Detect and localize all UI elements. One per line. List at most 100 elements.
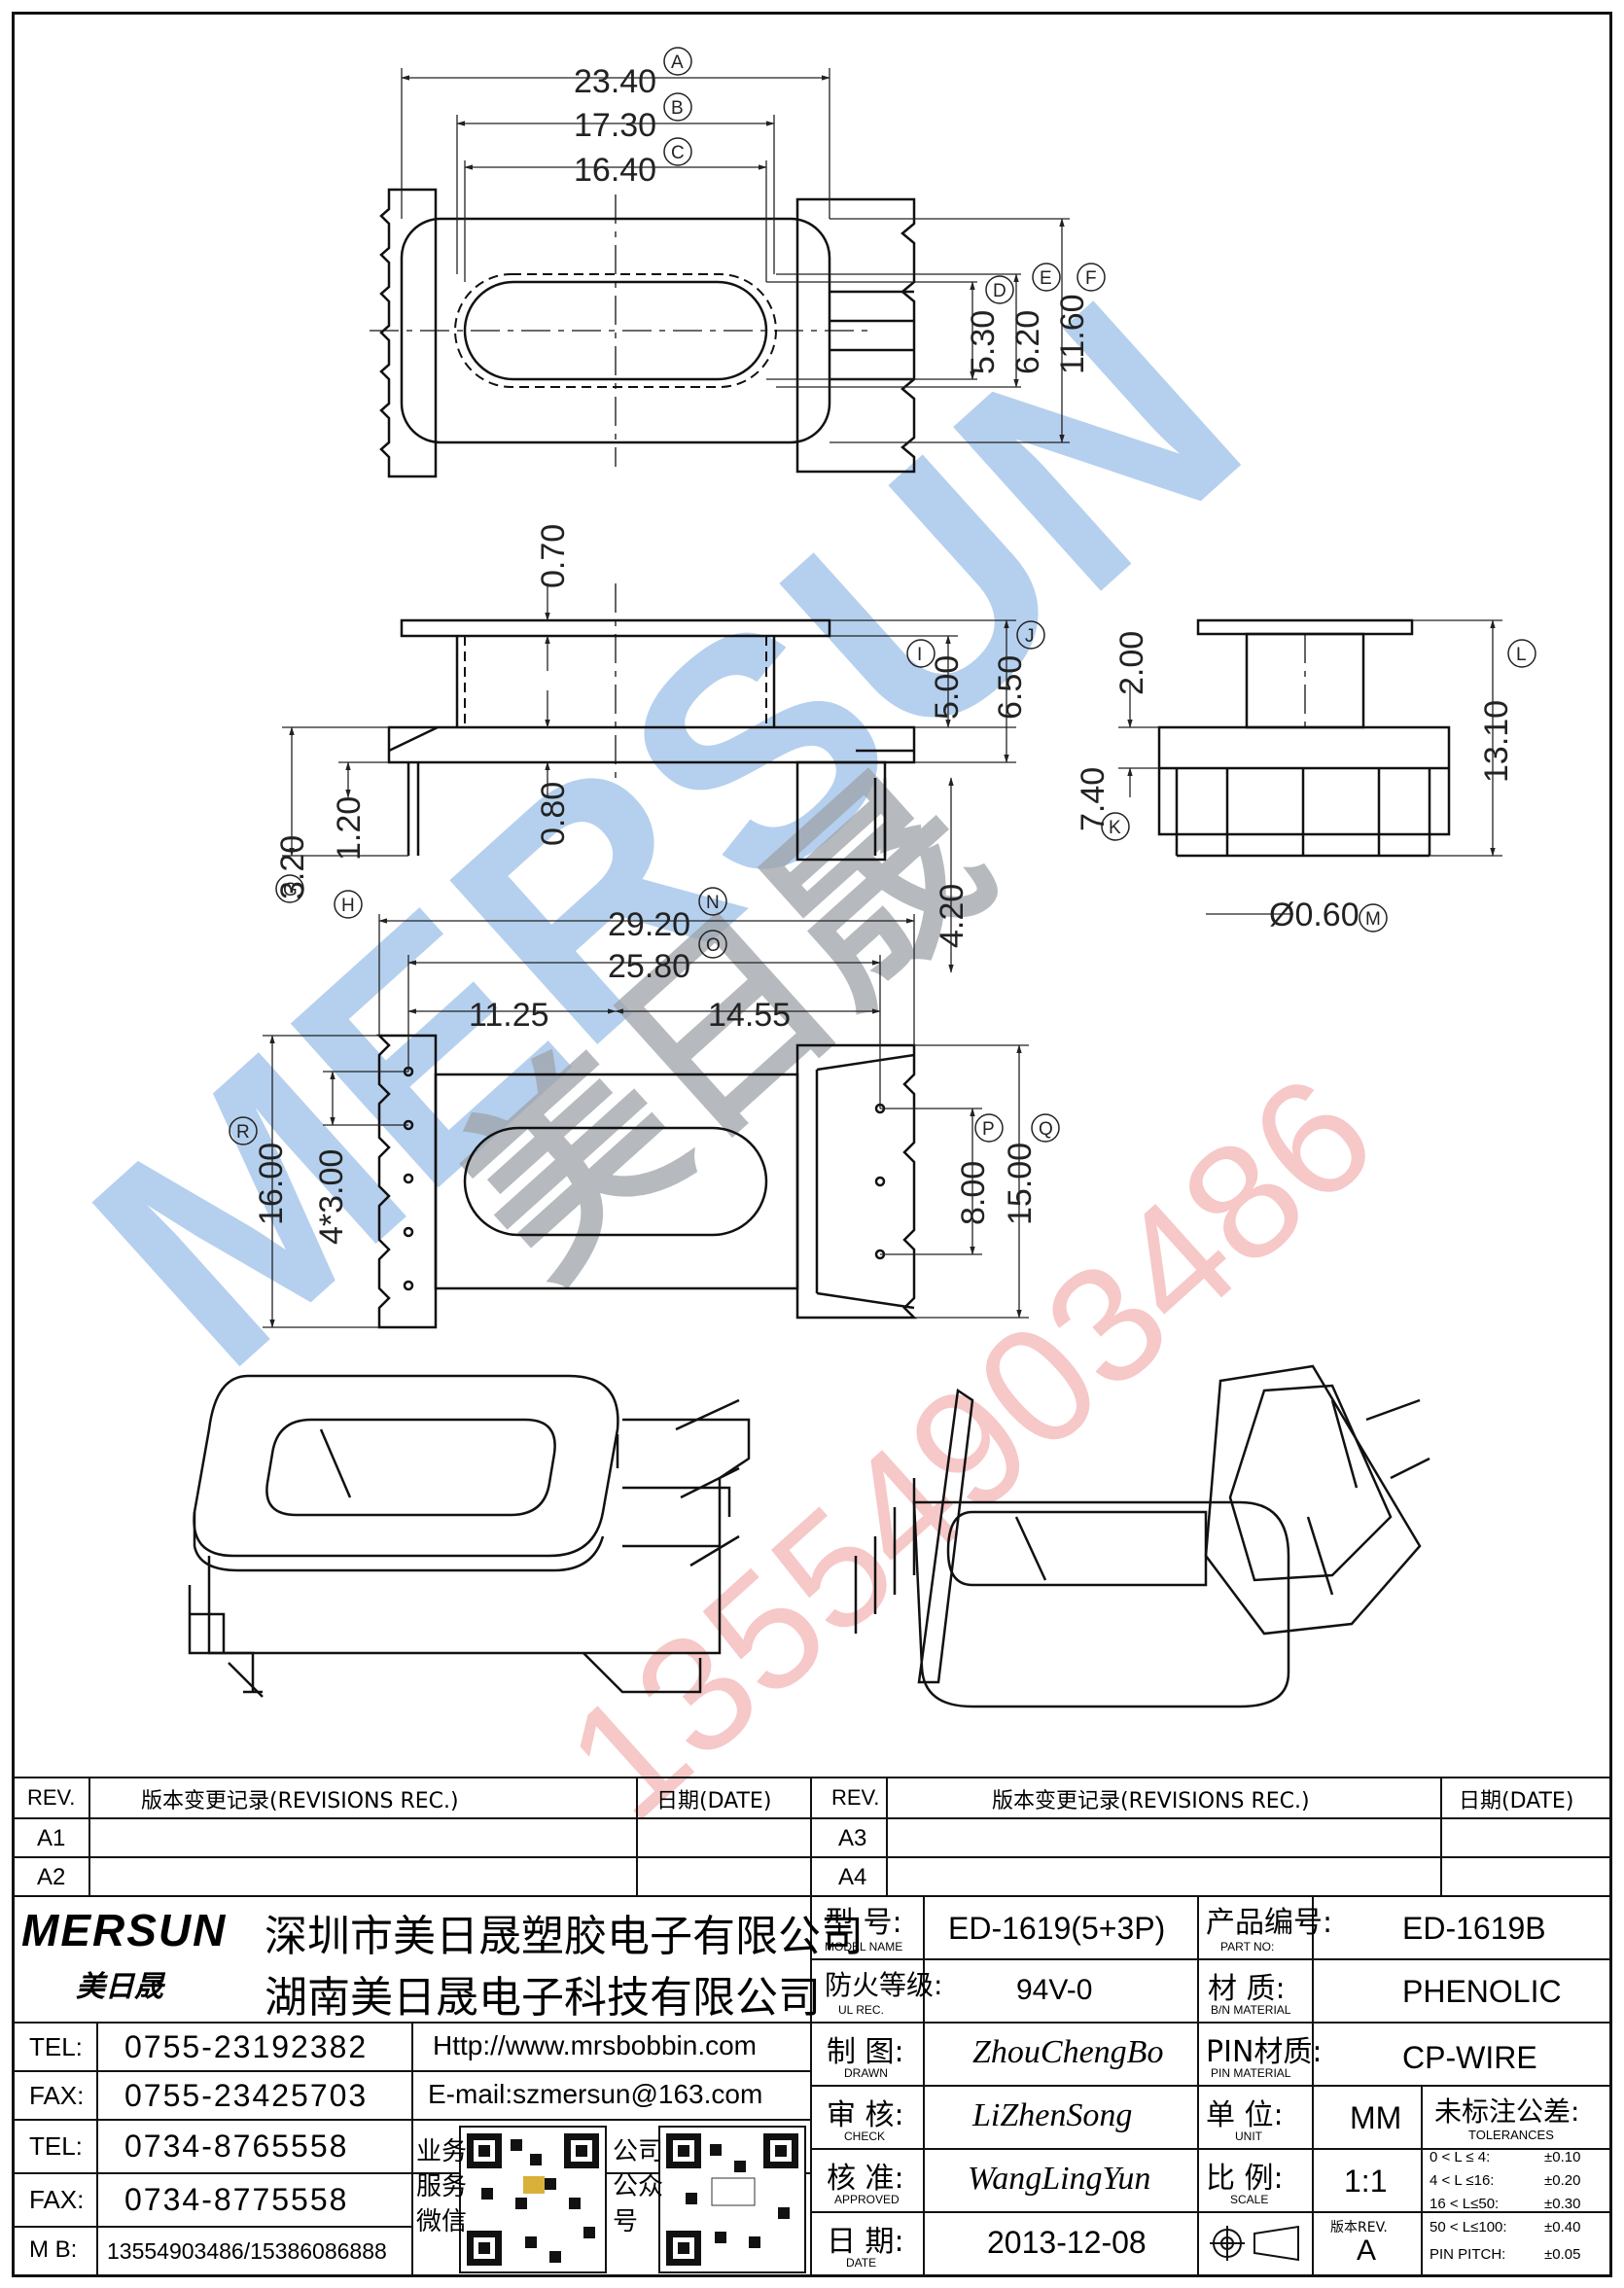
bottom-view [375, 1034, 918, 1329]
scale-label-en: SCALE [1230, 2193, 1269, 2206]
dim-15-00: 15.00 [1002, 1143, 1039, 1225]
tolerance-value-5: ±0.05 [1544, 2246, 1581, 2263]
front-view-dimension-text: 0.70 5.00 6.50 0.80 3.20 1.20 4.20 [274, 524, 1029, 948]
title-block [13, 1777, 1611, 2276]
approved-label-en: APPROVED [834, 2193, 900, 2206]
check-label-cn: 审 核: [827, 2098, 904, 2132]
rev-right-header-rev: REV. [831, 1785, 880, 1810]
marker-o: O [706, 935, 721, 956]
rev-right-header-rec: 版本变更记录(REVISIONS REC.) [992, 1789, 1310, 1813]
dim-6-50: 6.50 [992, 655, 1029, 720]
version-value: A [1357, 2235, 1377, 2267]
date-label-en: DATE [846, 2256, 877, 2270]
dim-0-70: 0.70 [535, 524, 572, 588]
rev-right-header-date: 日期(DATE) [1459, 1789, 1574, 1813]
bottom-view-dimensions [263, 914, 1029, 1328]
bottom-left-pins [375, 1034, 438, 1329]
front-bottom-flange [387, 725, 916, 764]
tolerance-title-en: TOLERANCES [1468, 2128, 1554, 2142]
dim-16-00: 16.00 [253, 1143, 290, 1225]
tolerance-range-1: 0 < L ≤ 4: [1430, 2149, 1491, 2165]
drawn-label-en: DRAWN [844, 2066, 888, 2080]
contact-label-2: FAX: [29, 2081, 85, 2110]
marker-r: R [236, 1122, 250, 1143]
company-email[interactable]: E-mail:szmersun@163.com [428, 2079, 763, 2109]
check-value: LiZhenSong [972, 2097, 1133, 2133]
marker-a: A [671, 53, 684, 73]
contact-value-4: 0734-8775558 [124, 2182, 349, 2217]
marker-q: Q [1039, 1119, 1053, 1140]
dim-6-20: 6.20 [1009, 310, 1046, 374]
model-label-en: MODEL NAME [825, 1940, 903, 1954]
side-view [1157, 618, 1451, 858]
marker-l: L [1516, 645, 1527, 665]
dim-0-80: 0.80 [535, 782, 572, 846]
model-label-cn: 型 号: [825, 1906, 902, 1940]
part-value: ED-1619B [1402, 1911, 1546, 1946]
dim-1-20: 1.20 [331, 796, 368, 861]
approved-value: WangLingYun [968, 2161, 1151, 2197]
marker-k: K [1109, 818, 1121, 838]
company-website[interactable]: Http://www.mrsbobbin.com [433, 2030, 757, 2060]
dim-23-40: 23.40 [574, 63, 656, 100]
marker-m: M [1365, 909, 1381, 930]
rev-row-a4: A4 [838, 1864, 867, 1890]
front-view [387, 583, 916, 862]
unit-label-en: UNIT [1235, 2130, 1262, 2143]
dim-11-25: 11.25 [469, 997, 549, 1034]
dim-11-60: 11.60 [1054, 294, 1091, 374]
qr2-label: 公司 公众 号 [613, 2137, 664, 2236]
projection-symbol [1210, 2225, 1299, 2262]
dim-4-20: 4.20 [934, 884, 971, 948]
dim-29-20: 29.20 [608, 906, 690, 943]
fire-label-en: UL REC. [838, 2003, 884, 2017]
marker-i: I [917, 645, 922, 665]
contact-value-1: 0755-23192382 [124, 2029, 369, 2064]
material-value: PHENOLIC [1402, 1974, 1562, 2009]
date-label-cn: 日 期: [827, 2225, 904, 2259]
marker-h: H [341, 896, 355, 916]
marker-e: E [1040, 268, 1052, 289]
dim-5-30: 5.30 [965, 310, 1002, 374]
tolerance-value-3: ±0.30 [1544, 2196, 1581, 2212]
circle-markers [229, 47, 1536, 1145]
iso-view-left [188, 1374, 751, 1698]
part-label-cn: 产品编号: [1206, 1906, 1333, 1940]
bottom-right-block [795, 1043, 918, 1320]
pin-material-label-cn: PIN材质: [1206, 2035, 1323, 2069]
company-name-2: 湖南美日晟电子科技有限公司 [265, 1973, 821, 2023]
qr-code-2 [658, 2126, 806, 2273]
front-view-dimensions [282, 583, 1016, 973]
side-view-dimensions [1118, 619, 1502, 915]
bottom-view-dimension-text: 29.20 25.80 11.25 14.55 16.00 4*3.00 8.0… [253, 906, 1039, 1245]
contact-value-5: 13554903486/15386086888 [107, 2238, 387, 2264]
dim-14-55: 14.55 [708, 997, 791, 1034]
fire-label-cn: 防火等级: [825, 1969, 943, 2001]
contact-label-1: TEL: [29, 2032, 83, 2061]
scale-value: 1:1 [1344, 2164, 1388, 2199]
unit-label-cn: 单 位: [1206, 2098, 1284, 2132]
contact-label-3: TEL: [29, 2131, 83, 2161]
marker-j: J [1025, 626, 1035, 647]
marker-g: G [283, 880, 298, 900]
fire-value: 94V-0 [1016, 1974, 1093, 2006]
rev-row-a2: A2 [37, 1864, 66, 1890]
tolerance-range-3: 16 < L≤50: [1430, 2196, 1500, 2212]
tolerance-range-4: 50 < L≤100: [1430, 2219, 1507, 2235]
marker-n: N [706, 893, 720, 913]
contact-value-3: 0734-8765558 [124, 2129, 349, 2164]
scale-label-cn: 比 例: [1206, 2162, 1284, 2196]
unit-value: MM [1350, 2100, 1402, 2135]
part-label-en: PART NO: [1220, 1940, 1275, 1954]
company-logo: MERSUN [21, 1905, 228, 1955]
pin-material-label-en: PIN MATERIAL [1211, 2066, 1291, 2080]
dim-16-40: 16.40 [574, 152, 656, 189]
dim-3-20: 3.20 [274, 835, 311, 899]
dim-13-10: 13.10 [1478, 700, 1515, 783]
model-value: ED-1619(5+3P) [948, 1911, 1166, 1946]
rev-left-header-rec: 版本变更记录(REVISIONS REC.) [141, 1789, 459, 1813]
date-value: 2013-12-08 [987, 2225, 1147, 2260]
company-name-1: 深圳市美日晟塑胶电子有限公司 [265, 1912, 864, 1961]
